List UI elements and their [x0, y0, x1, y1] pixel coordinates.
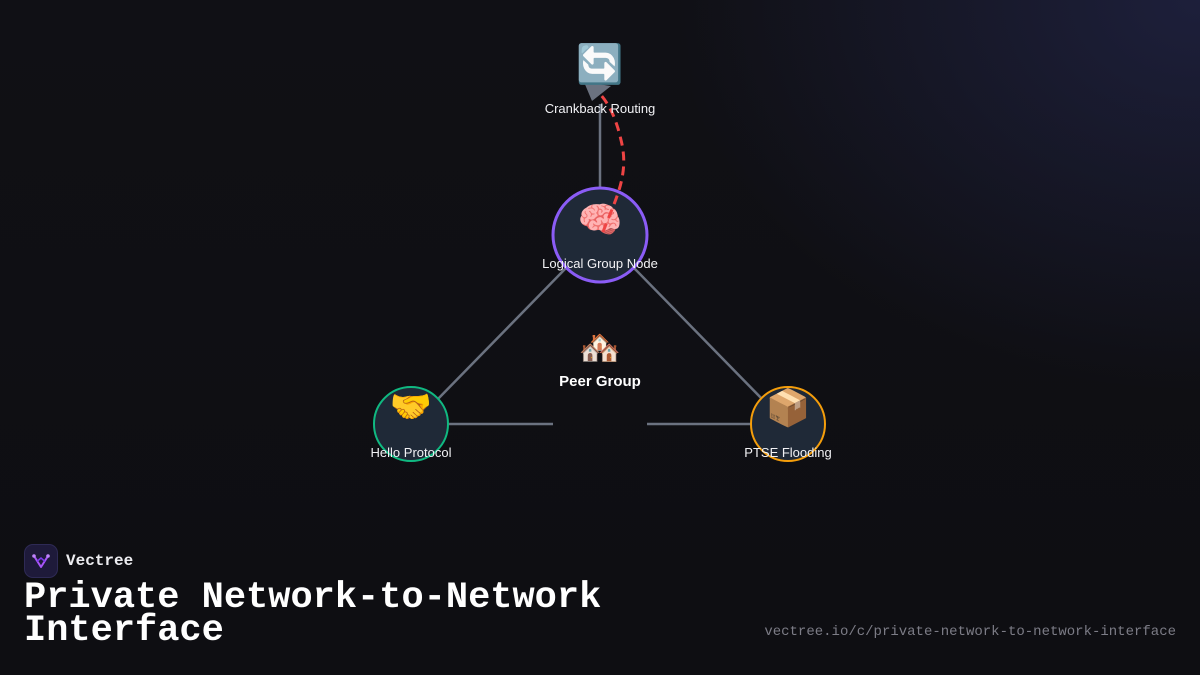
crankback-label: Crankback Routing	[545, 101, 656, 116]
page-title: Private Network-to-Network Interface	[24, 577, 602, 652]
ptse-node-circle[interactable]	[750, 386, 826, 462]
link-lgn-ptse	[633, 267, 766, 403]
brand[interactable]: Vectree	[24, 544, 133, 578]
brand-name: Vectree	[66, 552, 134, 570]
package-icon: 📦	[766, 387, 811, 429]
hello-node-circle[interactable]	[373, 386, 449, 462]
brain-icon: 🧠	[578, 200, 623, 241]
crankback-path	[598, 92, 626, 233]
peer-group-label: Peer Group	[559, 373, 641, 390]
hello-label: Hello Protocol	[371, 445, 452, 460]
crankback-arrowhead	[584, 82, 611, 101]
vectree-logo-icon	[24, 544, 58, 578]
ptse-label: PTSE Flooding	[744, 445, 831, 460]
handshake-icon: 🤝	[390, 387, 432, 427]
repeat-arrows-icon: 🔄	[576, 42, 623, 86]
lgn-node-circle[interactable]	[551, 186, 649, 284]
page-url[interactable]: vectree.io/c/private-network-to-network-…	[764, 624, 1176, 640]
lgn-label: Logical Group Node	[542, 256, 658, 271]
houses-icon: 🏘️	[579, 328, 621, 368]
link-lgn-hello	[434, 267, 567, 403]
